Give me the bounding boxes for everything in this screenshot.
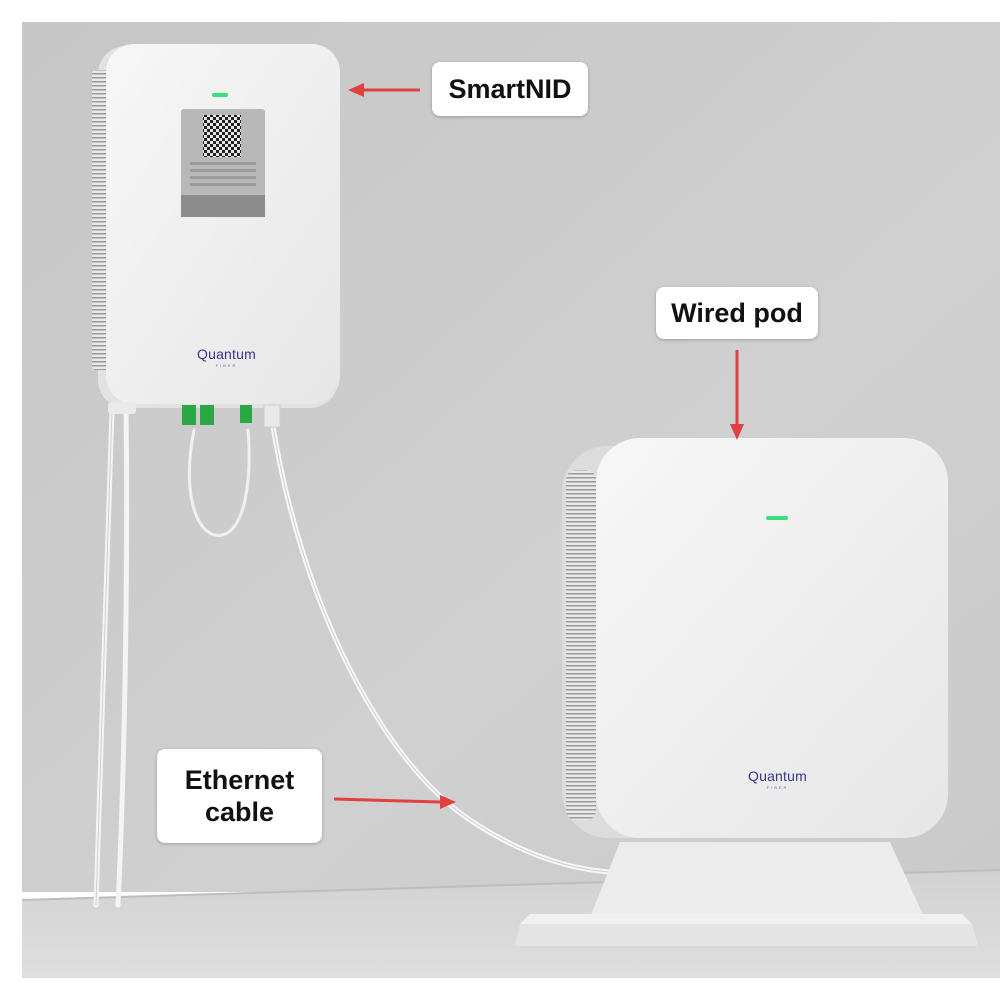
brand-name: Quantum <box>748 768 807 784</box>
brand-sub: FIBER <box>215 363 238 368</box>
brand-name: Quantum <box>197 346 256 362</box>
qr-code <box>203 115 241 157</box>
arrow-wired-pod <box>730 424 744 440</box>
smartnid-device <box>92 44 340 428</box>
arrow-smartnid <box>348 83 364 97</box>
wired-pod-callout: Wired pod <box>656 287 818 339</box>
quantum-logo-pod: Quantum FIBER <box>748 768 807 790</box>
smartnid-led <box>212 93 228 97</box>
arrows <box>333 83 744 809</box>
arrow-ethernet <box>440 795 456 809</box>
brand-sub: FIBER <box>766 785 789 790</box>
wired-pod-device <box>562 438 948 838</box>
smartnid-callout: SmartNID <box>432 62 588 116</box>
quantum-logo-smartnid: Quantum FIBER <box>197 346 256 368</box>
cables <box>93 407 613 908</box>
ethernet-label-line1: Ethernet <box>184 765 295 795</box>
ethernet-label-line2: cable <box>204 797 275 827</box>
pod-stand <box>515 842 978 946</box>
ethernet-cable-callout: Ethernet cable <box>157 749 322 843</box>
fiber-connector <box>182 405 196 425</box>
smartnid-label: SmartNID <box>448 74 572 104</box>
pod-led <box>766 516 788 520</box>
wired-pod-label: Wired pod <box>671 298 803 328</box>
